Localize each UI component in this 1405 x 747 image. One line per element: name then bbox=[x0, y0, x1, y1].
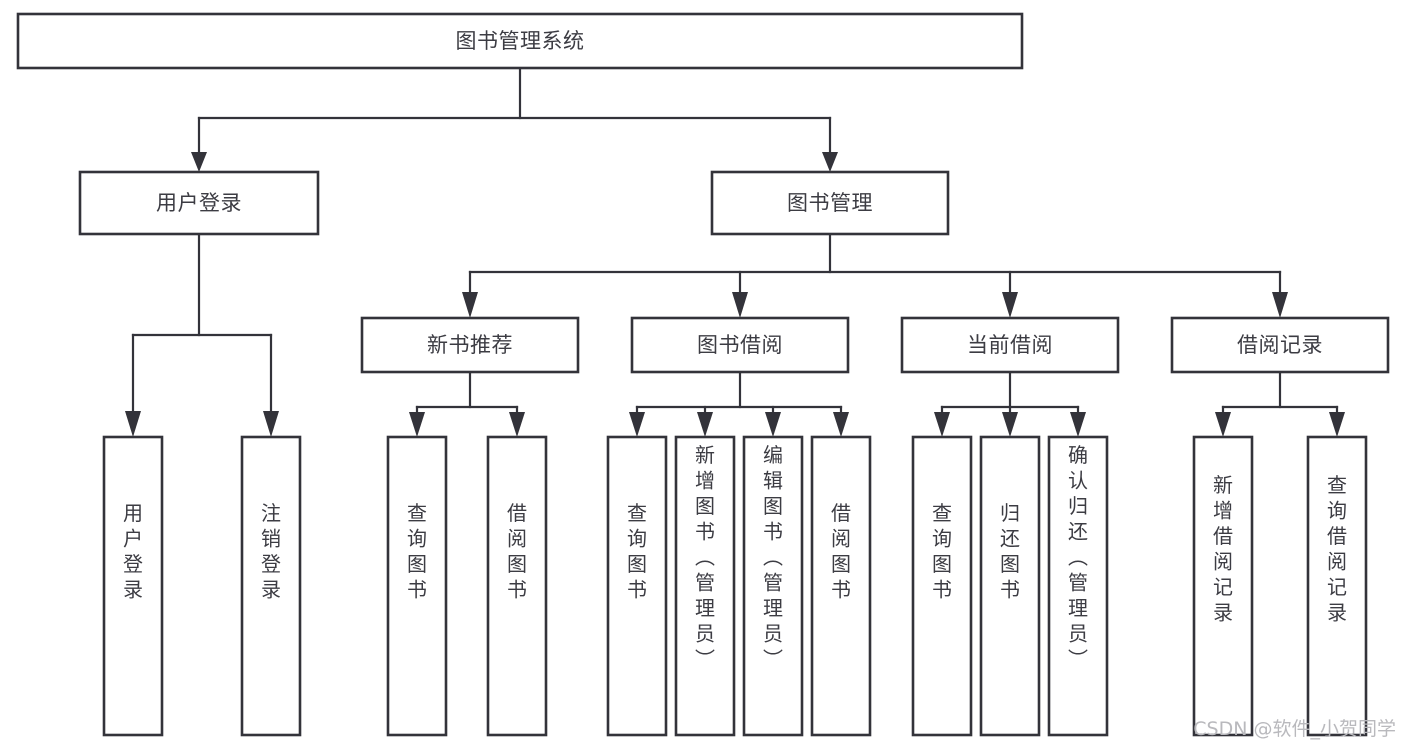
arrow-head-leaf-user-logout bbox=[263, 411, 279, 437]
node-leaf-bb-add-box[interactable] bbox=[674, 435, 736, 737]
node-leaf-bb-query[interactable]: 查询图书 bbox=[606, 435, 668, 737]
node-leaf-user-logout-label: 注销登录 bbox=[261, 501, 281, 602]
node-leaf-cb-return[interactable]: 归还图书 bbox=[979, 435, 1041, 737]
node-leaf-bb-edit[interactable]: 编辑图书︵管理员︶ bbox=[742, 435, 804, 737]
arrow-head-current-borrow bbox=[1002, 292, 1018, 318]
node-leaf-br-query-label: 查询借阅记录 bbox=[1327, 473, 1347, 625]
node-leaf-user-logout[interactable]: 注销登录 bbox=[240, 435, 302, 737]
node-user-login-label: 用户登录 bbox=[156, 191, 242, 215]
arrow-head-book-manage bbox=[822, 152, 838, 172]
node-leaf-user-login-box[interactable] bbox=[102, 435, 164, 737]
leaf-node-group: 用户登录 注销登录 查询图书 借阅图书 查询图书 新增图书︵管理员︶ bbox=[102, 435, 1368, 737]
arrow-head-leaf-br-add bbox=[1215, 412, 1231, 437]
node-user-login[interactable]: 用户登录 bbox=[78, 170, 320, 236]
node-book-borrow-label: 图书借阅 bbox=[697, 333, 783, 357]
node-current-borrow-box[interactable] bbox=[900, 316, 1120, 374]
arrow-head-leaf-user-login bbox=[125, 411, 141, 437]
node-leaf-bb-borrow-label: 借阅图书 bbox=[831, 501, 851, 602]
node-leaf-br-add-label: 新增借阅记录 bbox=[1213, 473, 1233, 625]
node-book-manage[interactable]: 图书管理 bbox=[710, 170, 950, 236]
node-root[interactable]: 图书管理系统 bbox=[16, 12, 1024, 70]
node-leaf-bb-add[interactable]: 新增图书︵管理员︶ bbox=[674, 435, 736, 737]
node-leaf-cb-confirm[interactable]: 确认归还︵管理员︶ bbox=[1047, 435, 1109, 737]
arrow-head-leaf-cb-confirm bbox=[1070, 412, 1086, 437]
node-book-borrow-box[interactable] bbox=[630, 316, 850, 374]
node-new-book-rec-label: 新书推荐 bbox=[427, 333, 513, 357]
node-leaf-bb-edit-label: 编辑图书︵管理员︶ bbox=[763, 443, 783, 671]
node-leaf-br-query-box[interactable] bbox=[1306, 435, 1368, 737]
arrow-head-leaf-cb-query bbox=[934, 412, 950, 437]
node-leaf-user-login[interactable]: 用户登录 bbox=[102, 435, 164, 737]
node-leaf-bb-edit-box[interactable] bbox=[742, 435, 804, 737]
node-leaf-br-add[interactable]: 新增借阅记录 bbox=[1192, 435, 1254, 737]
node-root-label: 图书管理系统 bbox=[456, 29, 585, 53]
node-leaf-cb-return-box[interactable] bbox=[979, 435, 1041, 737]
node-leaf-bb-borrow[interactable]: 借阅图书 bbox=[810, 435, 872, 737]
node-leaf-cb-confirm-box[interactable] bbox=[1047, 435, 1109, 737]
arrow-head-leaf-bb-add bbox=[697, 412, 713, 437]
arrow-head-leaf-bb-edit bbox=[765, 412, 781, 437]
node-leaf-cb-query-label: 查询图书 bbox=[932, 501, 952, 602]
node-leaf-rec-borrow-label: 借阅图书 bbox=[507, 501, 527, 602]
node-borrow-record-label: 借阅记录 bbox=[1237, 333, 1323, 357]
arrow-head-new-book-rec bbox=[462, 292, 478, 318]
node-leaf-bb-add-label: 新增图书︵管理员︶ bbox=[695, 443, 715, 671]
node-leaf-cb-query-box[interactable] bbox=[911, 435, 973, 737]
node-leaf-user-login-label: 用户登录 bbox=[123, 501, 143, 602]
node-book-manage-label: 图书管理 bbox=[787, 191, 873, 215]
node-leaf-rec-query-label: 查询图书 bbox=[407, 501, 427, 602]
node-leaf-bb-query-box[interactable] bbox=[606, 435, 668, 737]
node-book-manage-box[interactable] bbox=[710, 170, 950, 236]
arrow-head-leaf-rec-query bbox=[409, 412, 425, 437]
arrow-head-leaf-bb-borrow bbox=[833, 412, 849, 437]
node-user-login-box[interactable] bbox=[78, 170, 320, 236]
node-borrow-record[interactable]: 借阅记录 bbox=[1170, 316, 1390, 374]
node-borrow-record-box[interactable] bbox=[1170, 316, 1390, 374]
arrow-head-user-login bbox=[191, 152, 207, 172]
arrow-head-leaf-bb-query bbox=[629, 412, 645, 437]
node-leaf-user-logout-box[interactable] bbox=[240, 435, 302, 737]
node-leaf-bb-query-label: 查询图书 bbox=[627, 501, 647, 602]
node-new-book-rec-box[interactable] bbox=[360, 316, 580, 374]
arrow-head-leaf-rec-borrow bbox=[509, 412, 525, 437]
node-leaf-rec-borrow-box[interactable] bbox=[486, 435, 548, 737]
node-leaf-cb-query[interactable]: 查询图书 bbox=[911, 435, 973, 737]
node-new-book-rec[interactable]: 新书推荐 bbox=[360, 316, 580, 374]
node-current-borrow-label: 当前借阅 bbox=[967, 333, 1053, 357]
node-leaf-rec-query-box[interactable] bbox=[386, 435, 448, 737]
arrow-head-leaf-br-query bbox=[1329, 412, 1345, 437]
node-leaf-rec-borrow[interactable]: 借阅图书 bbox=[486, 435, 548, 737]
node-book-borrow[interactable]: 图书借阅 bbox=[630, 316, 850, 374]
arrow-head-book-borrow bbox=[732, 292, 748, 318]
node-leaf-br-query[interactable]: 查询借阅记录 bbox=[1306, 435, 1368, 737]
node-leaf-br-add-box[interactable] bbox=[1192, 435, 1254, 737]
node-leaf-rec-query[interactable]: 查询图书 bbox=[386, 435, 448, 737]
node-leaf-bb-borrow-box[interactable] bbox=[810, 435, 872, 737]
node-current-borrow[interactable]: 当前借阅 bbox=[900, 316, 1120, 374]
watermark-label: CSDN @软件_小贺同学 bbox=[1193, 718, 1396, 740]
node-leaf-cb-return-label: 归还图书 bbox=[1000, 501, 1020, 602]
arrow-head-leaf-cb-return bbox=[1002, 412, 1018, 437]
connector-group bbox=[125, 66, 1345, 437]
arrow-head-borrow-record bbox=[1272, 292, 1288, 318]
node-leaf-cb-confirm-label: 确认归还︵管理员︶ bbox=[1068, 443, 1088, 671]
node-root-box[interactable] bbox=[16, 12, 1024, 70]
